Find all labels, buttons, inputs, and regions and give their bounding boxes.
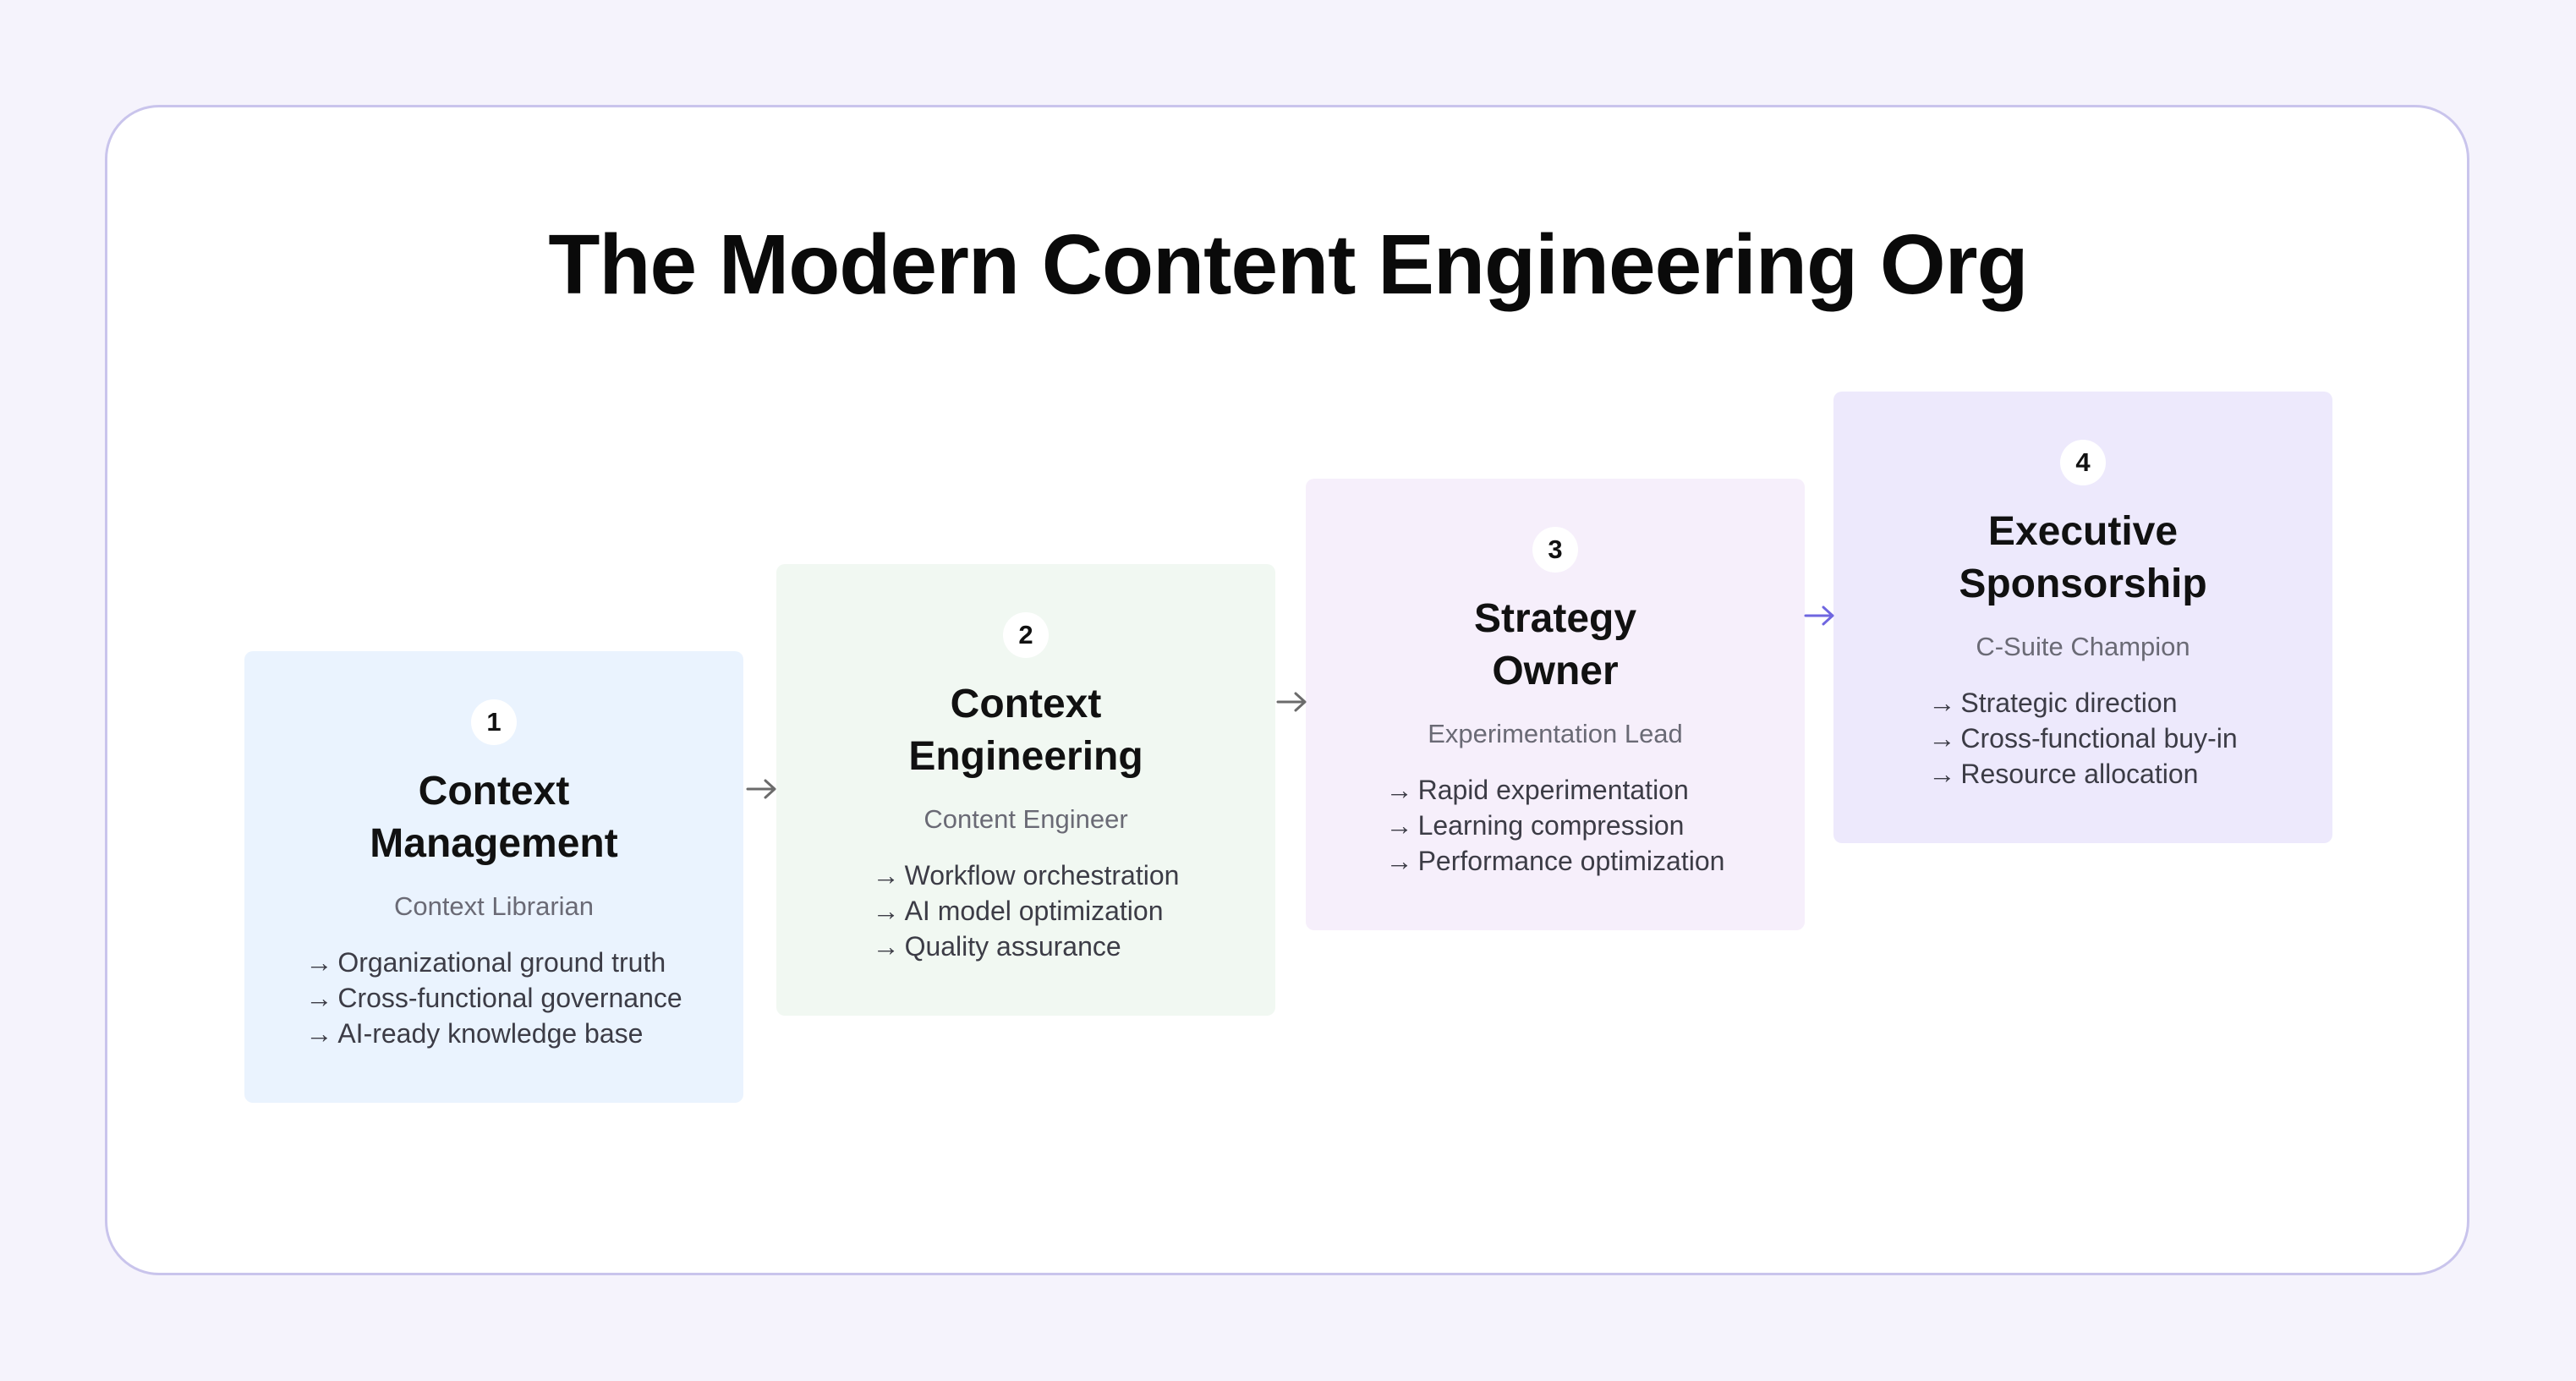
step-number-badge: 3 xyxy=(1532,527,1578,573)
step-item: →Workflow orchestration xyxy=(872,860,1180,891)
step-item: →Rapid experimentation xyxy=(1385,775,1689,805)
step-role: Experimentation Lead xyxy=(1428,719,1683,748)
arrow-right-icon: → xyxy=(872,931,900,962)
step-role: C-Suite Champion xyxy=(1976,632,2190,661)
step-item: →Organizational ground truth xyxy=(305,947,666,978)
step-item-list: →Workflow orchestration →AI model optimi… xyxy=(873,858,1180,964)
arrow-right-icon: → xyxy=(305,983,333,1013)
arrow-right-icon: → xyxy=(305,1018,333,1049)
step-item: →Resource allocation xyxy=(1928,759,2199,789)
connector-arrow-icon xyxy=(1276,692,1307,712)
step-item: →Learning compression xyxy=(1385,810,1685,841)
step-title: Context Engineering xyxy=(908,682,1143,779)
step-card-executive-sponsorship: 4 Executive Sponsorship C-Suite Champion… xyxy=(1833,392,2332,843)
arrow-right-icon: → xyxy=(305,947,333,978)
step-title: Executive Sponsorship xyxy=(1959,509,2207,606)
step-item-list: →Strategic direction →Cross-functional b… xyxy=(1928,685,2237,792)
arrow-right-icon: → xyxy=(1928,759,1956,789)
step-number-badge: 2 xyxy=(1003,612,1049,658)
step-item: →AI-ready knowledge base xyxy=(305,1018,644,1049)
connector-arrow-icon xyxy=(1804,606,1834,626)
step-title: Context Management xyxy=(370,769,618,866)
diagram-title: The Modern Content Engineering Org xyxy=(548,217,2028,312)
step-item: →AI model optimization xyxy=(872,896,1164,926)
step-item: →Strategic direction xyxy=(1928,688,2178,718)
step-title: Strategy Owner xyxy=(1473,596,1637,693)
step-card-context-management: 1 Context Management Context Librarian →… xyxy=(244,651,743,1103)
step-item: →Performance optimization xyxy=(1385,846,1725,876)
step-card-context-engineering: 2 Context Engineering Content Engineer →… xyxy=(776,564,1275,1016)
arrow-right-icon: → xyxy=(1928,688,1956,718)
arrow-right-icon: → xyxy=(872,896,900,926)
arrow-right-icon: → xyxy=(1385,810,1413,841)
step-item: →Quality assurance xyxy=(872,931,1121,962)
step-item: →Cross-functional governance xyxy=(305,983,682,1013)
step-number-badge: 1 xyxy=(471,699,517,745)
step-role: Context Librarian xyxy=(393,891,595,921)
arrow-right-icon: → xyxy=(1385,775,1413,805)
connector-arrow-icon xyxy=(746,779,776,799)
step-card-strategy-owner: 3 Strategy Owner Experimentation Lead →R… xyxy=(1306,479,1805,930)
step-number-badge: 4 xyxy=(2060,440,2106,485)
step-role: Content Engineer xyxy=(924,804,1128,834)
step-item: →Cross-functional buy-in xyxy=(1928,723,2238,754)
arrow-right-icon: → xyxy=(1385,846,1413,876)
arrow-right-icon: → xyxy=(872,860,900,891)
step-item-list: →Rapid experimentation →Learning compres… xyxy=(1386,772,1725,879)
arrow-right-icon: → xyxy=(1928,723,1956,754)
step-item-list: →Organizational ground truth →Cross-func… xyxy=(305,945,682,1051)
